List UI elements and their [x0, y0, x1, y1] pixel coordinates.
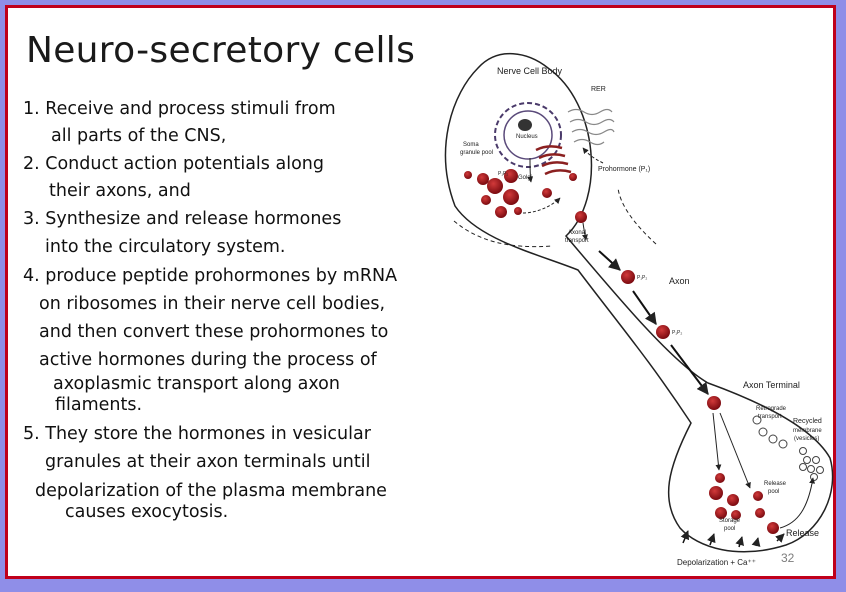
bullet-line: 5. They store the hormones in vesicular — [23, 424, 371, 444]
neuron-diagram: Nerve Cell Body RER Nucleus Soma granule… — [444, 53, 834, 567]
label-p1p2-axon-1: P₁P₂ — [637, 275, 647, 281]
nucleus-icon — [494, 102, 562, 168]
flow-arrows — [453, 147, 604, 248]
label-recycled: Recycled — [793, 418, 822, 425]
label-axon: Axon — [669, 276, 690, 286]
label-prohormone: Prohormone (P₁) — [598, 166, 650, 173]
bullet-line: 4. produce peptide prohormones by mRNA — [23, 266, 398, 286]
slide-title: Neuro-secretory cells — [26, 30, 416, 71]
label-retrograde-transport: transport — [758, 414, 782, 420]
label-release-pool-1: Release — [764, 481, 787, 487]
bullet-line: active hormones during the process of — [39, 350, 377, 370]
label-release: Release — [786, 528, 819, 538]
label-p1p2: P₁P₂ — [498, 171, 508, 177]
label-membrane: membrane — [793, 428, 822, 434]
label-transport: transport — [565, 238, 589, 244]
label-soma: Soma — [463, 142, 479, 148]
rer-icon — [567, 108, 615, 146]
axonal-transport-arrows — [598, 250, 709, 395]
bullet-line: all parts of the CNS, — [51, 126, 227, 146]
axon-granules — [621, 270, 721, 410]
label-p1p2-axon-2: P₁P₂ — [672, 330, 682, 336]
bullet-line: axoplasmic transport along axon — [53, 374, 340, 394]
bullet-line: filaments. — [55, 395, 143, 415]
label-vesicles: (vesicles) — [794, 436, 819, 442]
label-nerve-cell-body: Nerve Cell Body — [497, 66, 563, 76]
label-axonal: Axonal — [568, 230, 586, 236]
bullet-line: 3. Synthesize and release hormones — [23, 209, 342, 229]
terminal-granules — [709, 473, 779, 534]
label-granule-pool: granule pool — [460, 150, 493, 156]
depolarization-arrows — [680, 530, 785, 548]
label-axon-terminal: Axon Terminal — [743, 380, 800, 390]
label-storage-pool-2: pool — [724, 526, 735, 532]
bullet-line: their axons, and — [49, 181, 191, 201]
bullet-line: 1. Receive and process stimuli from — [23, 99, 336, 119]
label-release-pool-2: pool — [768, 489, 779, 495]
label-rer: RER — [591, 86, 606, 93]
bullet-line: and then convert these prohormones to — [39, 322, 389, 342]
recycled-vesicles — [752, 415, 824, 481]
bullet-line: granules at their axon terminals until — [45, 452, 371, 472]
bullet-line: causes exocytosis. — [65, 502, 229, 522]
bullet-line: on ribosomes in their nerve cell bodies, — [39, 294, 386, 314]
slide-number: 32 — [781, 551, 795, 565]
bullet-line: 2. Conduct action potentials along — [23, 154, 324, 174]
label-depolarization: Depolarization + Ca⁺⁺ — [677, 558, 756, 567]
bullet-line: depolarization of the plasma membrane — [35, 481, 387, 501]
neuron-membrane — [444, 53, 834, 553]
label-golgi: Golgi — [518, 175, 532, 181]
label-nucleus: Nucleus — [516, 134, 538, 140]
soma-granules — [464, 169, 587, 223]
label-retrograde: Retrograde — [756, 406, 787, 412]
bullet-line: into the circulatory system. — [45, 237, 286, 257]
golgi-icon — [535, 145, 572, 176]
retrograde-line — [617, 187, 657, 245]
label-storage-pool-1: Storage — [719, 518, 741, 524]
slide: Neuro-secretory cells 1. Receive and pro… — [5, 5, 836, 579]
